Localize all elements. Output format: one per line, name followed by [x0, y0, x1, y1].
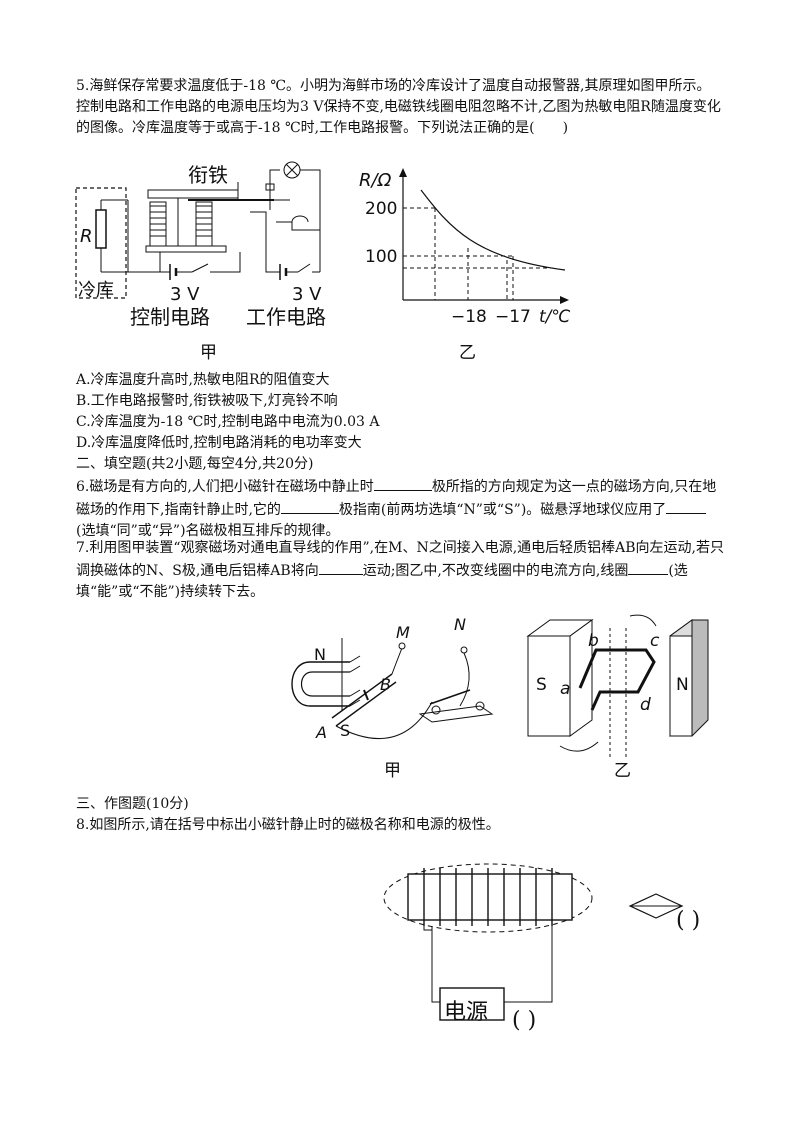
- q7-caption-yi: 乙: [614, 761, 631, 781]
- tick-minus-18: −18: [451, 307, 487, 327]
- q7-figure-yi: S N a b c d 乙: [526, 614, 709, 781]
- figure-caption-yi: 乙: [459, 343, 476, 363]
- magnet-n-label: N: [314, 645, 326, 664]
- voltage-label-2: 3 V: [292, 284, 322, 305]
- magnet-s-label: S: [340, 721, 350, 740]
- terminal-m-label: M: [396, 623, 410, 642]
- r-label: R: [80, 226, 93, 247]
- y-axis-label: R/Ω: [359, 170, 392, 191]
- q6-part-3: 极指南(前两坊选填“N”或“S”)。磁悬浮地球仪应用了: [338, 502, 667, 518]
- figure-caption-jia: 甲: [200, 343, 217, 363]
- power-pole-bracket[interactable]: ( ): [512, 1008, 537, 1033]
- q8-figure: [383, 863, 684, 1021]
- magnet-n-label-yi: N: [676, 675, 689, 695]
- q6-blank-3[interactable]: [666, 498, 707, 514]
- q5-option-d: D.冷库温度降低时,控制电路消耗的电功率变大: [76, 435, 362, 451]
- q7-figure-jia: N S A B M N 甲: [291, 615, 494, 781]
- tick-minus-17: −17: [495, 307, 531, 327]
- needle-pole-bracket[interactable]: ( ): [676, 908, 701, 933]
- magnet-s-label-yi: S: [536, 675, 547, 695]
- x-axis-label: t/℃: [539, 307, 571, 327]
- q7-part-1: 7.利用图甲装置“观察磁场对通电直导线的作用”,在M、N之间接入电源,通电后轻质…: [76, 540, 725, 579]
- control-circuit-label: 控制电路: [130, 305, 210, 329]
- q7-part-3: (选填“能”或“不能”)持续转下去。: [76, 563, 688, 600]
- rod-a-label: A: [315, 723, 327, 742]
- q5-figure-yi: R/Ω 200 100 −18 −17 t/℃ 乙: [359, 168, 571, 363]
- q6-blank-1[interactable]: [373, 475, 432, 491]
- q6-part-4: (选填“同”或“异”)名磁极相互排斥的规律。: [76, 523, 340, 539]
- section-3-heading: 三、作图题(10分): [76, 796, 189, 812]
- voltage-label-1: 3 V: [170, 284, 200, 305]
- q6-part-2: 极所指的方向规定为这一点的磁场方向,只在地磁场的作用下,指南针静止时,它的: [76, 479, 717, 518]
- power-source-label: 电源: [444, 1000, 489, 1025]
- q6-blank-2[interactable]: [280, 498, 339, 514]
- q6-part-1: 6.磁场是有方向的,人们把小磁针在磁场中静止时: [76, 479, 374, 495]
- tick-200: 200: [365, 199, 397, 219]
- q5-option-b: B.工作电路报警时,衔铁被吸下,灯亮铃不响: [76, 393, 338, 409]
- q6-text: 6.磁场是有方向的,人们把小磁针在磁场中静止时极所指的方向规定为这一点的磁场方向…: [76, 475, 724, 542]
- iron-label: 衔铁: [188, 163, 228, 187]
- q5-option-a: A.冷库温度升高时,热敏电阻R的阻值变大: [76, 372, 330, 388]
- coil-a-label: a: [560, 679, 570, 699]
- cold-storage-label: 冷库: [78, 280, 114, 301]
- coil-d-label: d: [640, 695, 651, 715]
- terminal-n-label: N: [454, 615, 466, 634]
- coil-c-label: c: [650, 631, 660, 651]
- coil-b-label: b: [588, 631, 599, 651]
- tick-100: 100: [365, 247, 397, 267]
- q5-text: 5.海鲜保存常要求温度低于-18 ℃。小明为海鲜市场的冷库设计了温度自动报警器,…: [76, 78, 721, 136]
- q5-option-c: C.冷库温度为-18 ℃时,控制电路中电流为0.03 A: [76, 414, 380, 430]
- q8-text: 8.如图所示,请在括号中标出小磁针静止时的磁极名称和电源的极性。: [76, 817, 500, 833]
- q5-figure-jia: 衔铁 R 冷库 3 V 3 V 控制电路 工作电路 甲: [75, 161, 326, 363]
- rod-b-label: B: [380, 675, 391, 694]
- q7-caption-jia: 甲: [384, 761, 401, 781]
- q7-blank-1[interactable]: [318, 559, 363, 575]
- q7-part-2: 运动;图乙中,不改变线圈中的电流方向,线圈: [362, 563, 629, 579]
- q7-text: 7.利用图甲装置“观察磁场对通电直导线的作用”,在M、N之间接入电源,通电后轻质…: [76, 538, 724, 603]
- q7-blank-2[interactable]: [628, 559, 669, 575]
- work-circuit-label: 工作电路: [246, 305, 326, 329]
- section-2-heading: 二、填空题(共2小题,每空4分,共20分): [76, 456, 314, 472]
